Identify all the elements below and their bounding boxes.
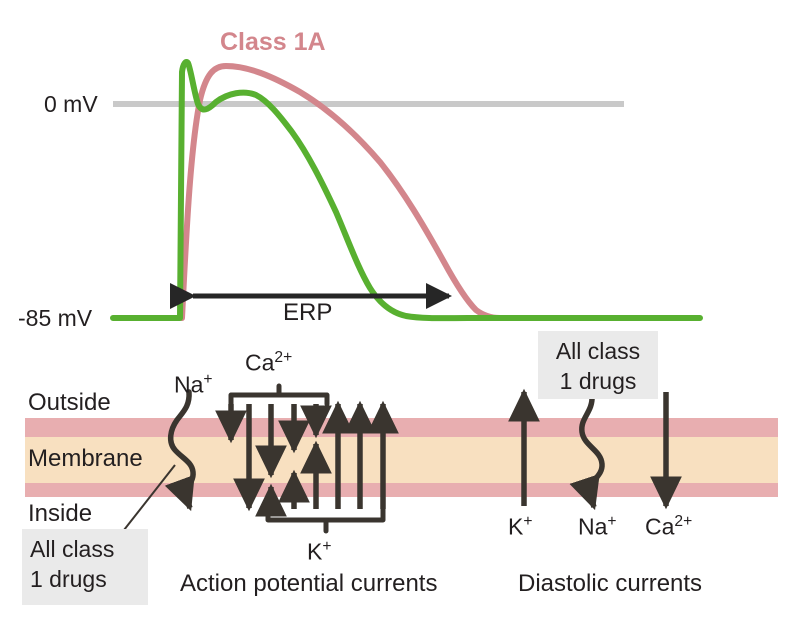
membrane-outer-band-top (25, 418, 778, 437)
drug-box-inside-label: All class 1 drugs (22, 529, 148, 605)
zero-mv-axis-label: 0 mV (44, 91, 98, 117)
sodium-channel-action-potential-group (123, 389, 196, 531)
diastolic-currents-caption: Diastolic currents (518, 570, 703, 597)
class-1a-action-potential-curve (179, 63, 523, 321)
calcium-element-symbol: Ca (245, 349, 275, 376)
resting-mv-axis-label: -85 mV (18, 305, 93, 331)
drug-box-pointer-line (123, 464, 176, 531)
potassium-ion-label-action-potential: K+ (307, 538, 331, 566)
sodium-charge-superscript-diastolic: + (607, 513, 617, 530)
sodium-ion-label-action-potential: Na+ (174, 371, 213, 399)
potassium-element-symbol: K (307, 538, 323, 565)
sodium-arrow-action-potential (164, 474, 195, 512)
potassium-ion-label-diastolic: K+ (508, 513, 532, 541)
calcium-ion-label-action-potential: Ca2+ (245, 349, 292, 377)
potassium-element-symbol-diastolic: K (508, 513, 524, 540)
calcium-charge-superscript-diastolic: 2+ (674, 513, 693, 530)
sodium-channel-diastolic-group (569, 393, 605, 511)
calcium-bracket-action-potential (228, 383, 330, 407)
diastolic-current-arrows (508, 388, 682, 510)
calcium-charge-superscript: 2+ (274, 349, 293, 366)
potassium-charge-superscript: + (322, 538, 332, 555)
calcium-ion-label-diastolic: Ca2+ (645, 513, 692, 541)
action-potential-currents-caption: Action potential currents (180, 570, 438, 597)
arrow-diastolic-sodium-inward (569, 473, 600, 511)
calcium-element-symbol-diastolic: Ca (645, 513, 675, 540)
inside-label: Inside (28, 500, 93, 527)
action-potential-plot (110, 59, 703, 322)
potassium-charge-superscript-diastolic: + (523, 513, 533, 530)
sodium-element-symbol: Na (174, 371, 204, 398)
action-potential-current-arrows (215, 400, 399, 517)
erp-label: ERP (283, 299, 333, 326)
potassium-bracket-action-potential (265, 506, 386, 534)
sodium-element-symbol-diastolic: Na (578, 513, 608, 540)
outside-label: Outside (28, 389, 111, 416)
membrane-label: Membrane (28, 445, 143, 472)
sodium-ion-label-diastolic: Na+ (578, 513, 617, 541)
class-1a-legend-label: Class 1A (220, 28, 326, 56)
drug-box-diastolic-label: All class 1 drugs (538, 331, 658, 399)
membrane-inner-band (25, 437, 778, 483)
sodium-charge-superscript: + (203, 371, 213, 388)
